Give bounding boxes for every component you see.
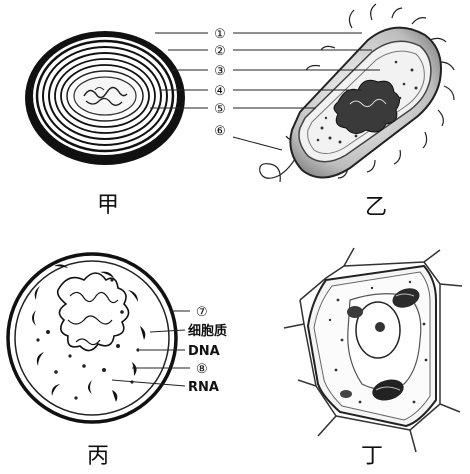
label-8: ⑧ [196, 362, 208, 377]
label-5: ⑤ [214, 102, 226, 117]
label-1: ① [214, 27, 226, 42]
label-7: ⑦ [196, 305, 208, 320]
cell-ding [283, 247, 463, 453]
caption-jia: 甲 [97, 193, 119, 218]
label-cytoplasm: 细胞质 [188, 323, 227, 339]
label-6: ⑥ [214, 124, 226, 139]
caption-ding: 丁 [361, 444, 383, 469]
label-4: ④ [214, 84, 226, 99]
label-lines-yi [150, 32, 380, 151]
labels-yi: ① ② ③ ④ ⑤ ⑥ [214, 27, 226, 139]
labels-bing: ⑦ 细胞质 DNA ⑧ RNA [188, 305, 227, 395]
caption-bing: 丙 [87, 444, 109, 469]
label-3: ③ [214, 64, 226, 79]
label-2: ② [214, 44, 226, 59]
cell-yi [259, 3, 455, 183]
cell-jia [25, 31, 185, 165]
caption-yi: 乙 [365, 195, 387, 220]
label-rna: RNA [188, 380, 219, 395]
label-dna: DNA [188, 344, 220, 359]
label-lines-bing [111, 310, 190, 387]
cell-bing [6, 252, 178, 424]
